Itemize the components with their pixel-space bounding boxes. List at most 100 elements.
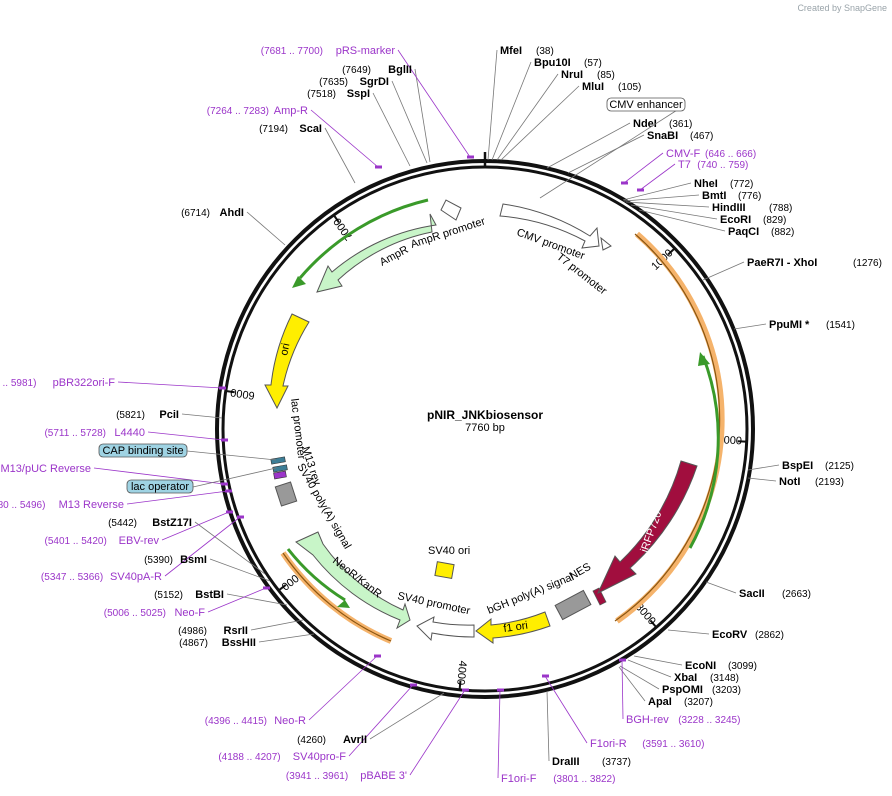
enzyme-leader	[622, 182, 692, 201]
enzyme-name: SspI	[347, 88, 370, 100]
enzyme-leader	[209, 558, 271, 582]
tick-label: 6000	[230, 386, 256, 401]
primer-name: pRS-marker	[336, 45, 396, 57]
primer-coord: (7264 .. 7283)	[207, 106, 269, 117]
primer-leader	[348, 684, 414, 757]
enzyme-leader	[372, 92, 411, 167]
enzyme-name: MluI	[582, 81, 604, 93]
enzyme-coord: (3207)	[684, 697, 713, 708]
enzyme-name: PciI	[159, 409, 179, 421]
primer-name: M13/pUC Reverse	[1, 463, 91, 475]
sv40-ori-label: SV40 ori	[428, 545, 470, 557]
primer-coord: (5962 .. 5981)	[0, 378, 36, 389]
enzyme-name: AvrII	[343, 734, 367, 746]
enzyme-leader	[747, 477, 777, 482]
primer-leader	[621, 659, 624, 720]
primer-mark	[237, 515, 244, 519]
enzyme-name: BspEI	[782, 460, 813, 472]
enzyme-leader	[627, 659, 672, 678]
primer-name: Amp-R	[274, 105, 308, 117]
enzyme-name: PpuMI *	[769, 319, 810, 331]
enzyme-coord: (2862)	[755, 630, 784, 641]
enzyme-leader	[633, 655, 683, 666]
amp-promoter-feature	[440, 199, 462, 221]
primer-coord: (740 .. 759)	[697, 160, 748, 171]
green-arrowhead-right	[698, 352, 710, 366]
plasmid-length: 7760 bp	[465, 422, 505, 434]
enzyme-coord: (3203)	[712, 685, 741, 696]
enzyme-name: MfeI	[500, 45, 522, 57]
green-arc-right	[688, 355, 720, 549]
enzyme-coord: (3148)	[710, 673, 739, 684]
primer-mark	[462, 688, 469, 692]
enzyme-leader	[705, 581, 737, 594]
enzyme-name: PaqCI	[728, 226, 759, 238]
f1-ori-feature	[475, 611, 551, 644]
primer-leader	[126, 490, 229, 505]
enzyme-coord: (3737)	[602, 757, 631, 768]
primer-name: M13 Reverse	[59, 499, 124, 511]
enzyme-name: NruI	[561, 69, 583, 81]
enzyme-name: BstBI	[195, 589, 224, 601]
primer-leader	[147, 431, 225, 441]
primer-leader	[623, 152, 664, 184]
sv40-polya-label-1: SV40 poly(A) signal	[294, 462, 353, 552]
tick-label: 4000	[454, 660, 468, 686]
enzyme-coord: (7194)	[259, 124, 288, 135]
leader-lines	[93, 49, 780, 779]
t7-promoter-feature	[600, 236, 612, 251]
boxed-label: lac operator	[131, 481, 189, 493]
primer-name: Neo-R	[274, 715, 306, 727]
boxed-label-leader	[192, 467, 277, 488]
primer-name: T7	[678, 159, 691, 171]
green-arc-neo	[286, 548, 346, 602]
enzyme-coord: (2125)	[825, 461, 854, 472]
enzyme-coord: (3099)	[728, 661, 757, 672]
primer-leader	[409, 689, 466, 776]
enzyme-coord: (5821)	[116, 410, 145, 421]
enzyme-name: RsrII	[224, 625, 248, 637]
primer-mark	[497, 688, 504, 692]
enzyme-coord: (5152)	[154, 590, 183, 601]
primer-mark	[225, 489, 232, 493]
enzyme-name: NotI	[779, 476, 800, 488]
primer-coord: (5711 .. 5728)	[44, 428, 106, 439]
enzyme-leader	[747, 464, 780, 471]
primer-coord: (5347 .. 5366)	[41, 572, 103, 583]
enzyme-leader	[258, 633, 315, 643]
enzyme-name: ScaI	[299, 123, 322, 135]
primer-mark	[410, 683, 417, 687]
enzyme-coord: (105)	[618, 82, 641, 93]
primer-mark	[619, 658, 626, 662]
boxed-label-bg	[126, 479, 194, 494]
enzyme-coord: (467)	[690, 131, 713, 142]
primer-coord: (3228 .. 3245)	[678, 715, 740, 726]
enzyme-coord: (7518)	[307, 89, 336, 100]
tick-mark	[458, 680, 462, 689]
primer-mark	[375, 165, 382, 169]
enzyme-leader	[250, 619, 304, 631]
enzyme-name: EcoNI	[685, 660, 716, 672]
primer-mark	[226, 510, 233, 514]
primer-mark	[467, 155, 474, 159]
enzyme-coord: (38)	[536, 46, 554, 57]
green-arrowhead-amp	[292, 276, 306, 288]
enzyme-name: SnaBI	[647, 130, 678, 142]
ori-feature	[264, 313, 310, 410]
enzyme-name: Bpu10I	[534, 57, 571, 69]
primer-name: SV40pA-R	[110, 571, 162, 583]
m13-feature	[273, 470, 287, 480]
primer-coord: (5006 .. 5025)	[104, 608, 166, 619]
enzyme-coord: (1276)	[853, 258, 882, 269]
primer-mark	[542, 674, 549, 678]
enzyme-name: PspOMI	[662, 684, 703, 696]
enzyme-coord: (2193)	[815, 477, 844, 488]
primer-leader	[308, 655, 378, 721]
irfp720-feature	[596, 460, 698, 595]
green-arrowhead-neo	[337, 600, 350, 608]
enzyme-coord: (7649)	[342, 65, 371, 76]
boxed-label-leader	[186, 450, 277, 461]
lac-operator-feature	[272, 464, 288, 473]
